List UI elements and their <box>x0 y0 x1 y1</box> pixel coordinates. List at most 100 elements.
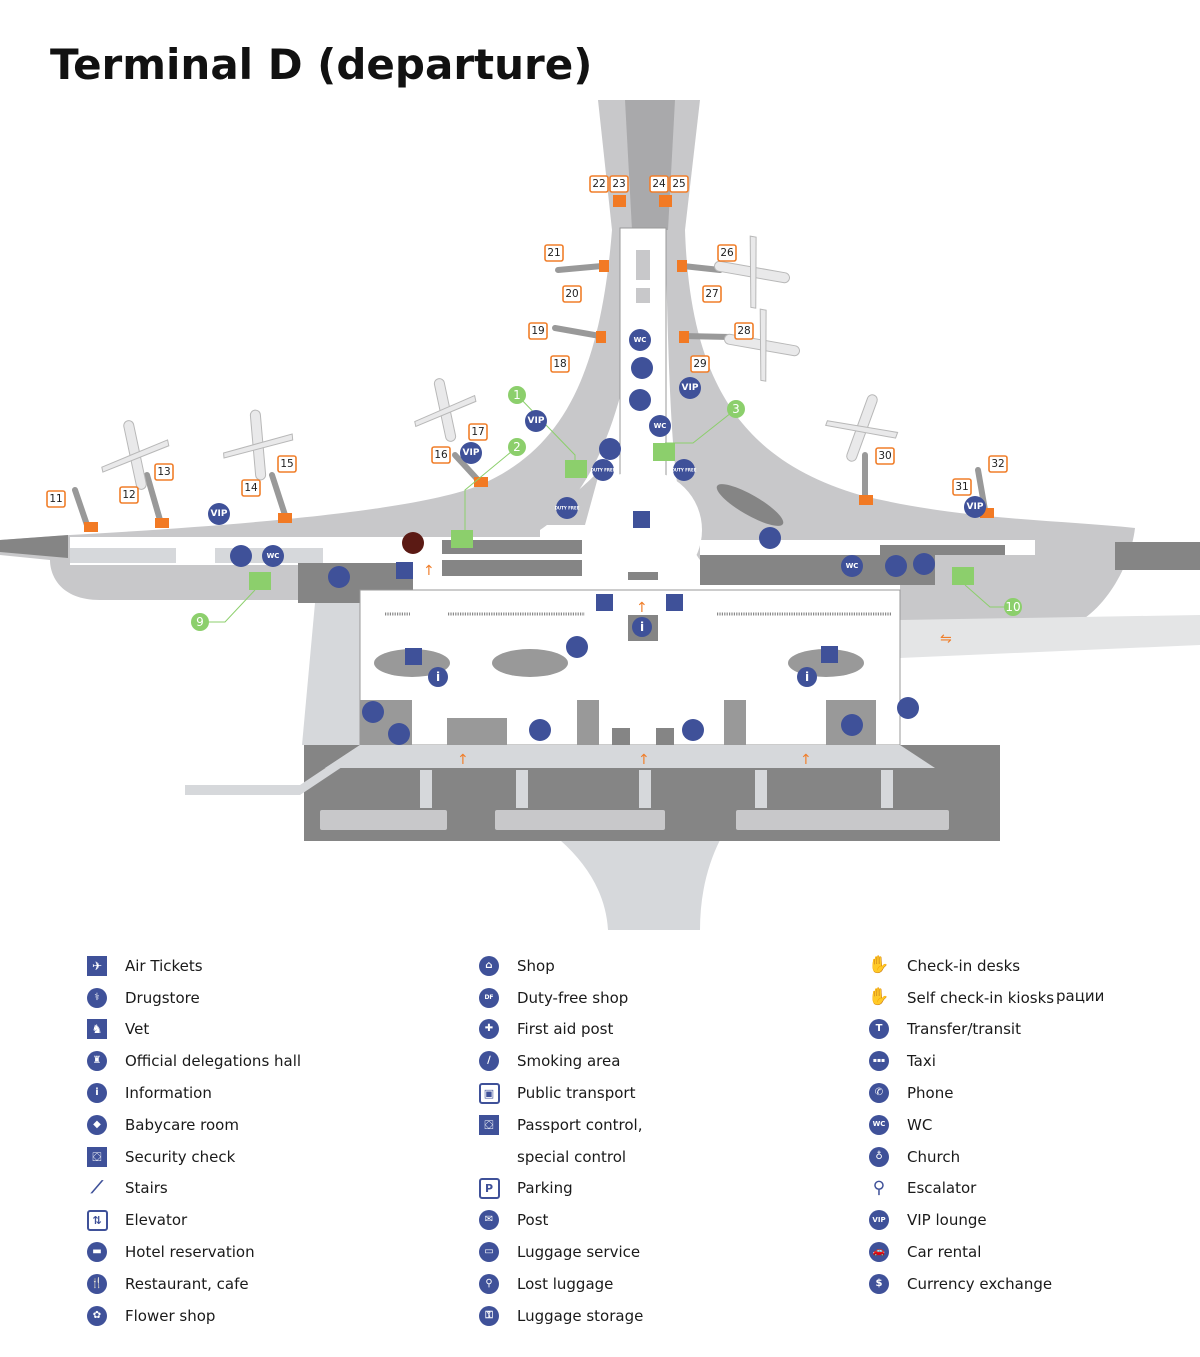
gate-number: 20 <box>565 288 578 300</box>
legend-label: Flower shop <box>125 1306 216 1325</box>
duty-free-marker[interactable]: DUTY FREE <box>672 459 697 481</box>
legend-label: Luggage storage <box>517 1306 644 1325</box>
restaurant-icon <box>682 719 704 741</box>
restaurant-markers[interactable] <box>328 357 919 745</box>
corridor-block <box>70 548 176 563</box>
duty-free-icon: DF <box>478 987 500 1009</box>
airplane-icon <box>101 420 170 490</box>
crosswalks <box>420 770 893 808</box>
svg-text:VIP: VIP <box>967 502 984 512</box>
restaurant-icon <box>388 723 410 745</box>
parking-icon: P <box>478 1177 500 1199</box>
north-pier-center <box>625 100 675 230</box>
smoking-area-icon[interactable] <box>913 553 935 575</box>
duty-free-marker[interactable]: DUTY FREE <box>555 497 580 519</box>
legend-item: ∕Smoking area <box>478 1045 643 1077</box>
vip-marker[interactable]: VIP <box>208 503 230 525</box>
svg-text:VIP: VIP <box>682 383 699 393</box>
restaurant-icon <box>328 566 350 588</box>
gate-label: 21 <box>544 244 564 262</box>
hub-shop-area <box>527 470 600 525</box>
vip-marker[interactable]: VIP <box>679 377 701 399</box>
drugstore-icon: ⚕ <box>86 987 108 1009</box>
square-markers[interactable] <box>396 511 838 665</box>
wc-marker[interactable]: WC <box>841 555 863 577</box>
gate-label: 31 <box>952 478 972 496</box>
legend-label: Self check-in kiosks <box>907 988 1055 1007</box>
legend-item: ✋Check-in desks <box>868 950 1054 982</box>
legend-label: Church <box>907 1147 961 1166</box>
svg-text:DUTY FREE: DUTY FREE <box>672 468 697 473</box>
gate-label: 25 <box>669 175 689 193</box>
legend-item: ⚲Escalator <box>868 1173 1054 1205</box>
legend-label: Official delegations hall <box>125 1052 302 1071</box>
vip-marker[interactable]: VIP <box>964 496 986 518</box>
lift-icon <box>249 572 271 590</box>
entrance-arrow-icon: ↑ <box>638 752 650 768</box>
hall-block <box>577 700 599 745</box>
gate-label: 22 <box>589 175 609 193</box>
lift-icon <box>653 443 675 461</box>
legend-item: ⛋Passport control, <box>478 1109 643 1141</box>
drop-off-lane <box>325 745 935 768</box>
babycare-markers[interactable] <box>230 438 621 567</box>
gate-number: 31 <box>955 481 968 493</box>
legend-item: ♁Church <box>868 1141 1054 1173</box>
wc-marker[interactable]: WC <box>649 415 671 437</box>
first-aid-icon: ✚ <box>478 1018 500 1040</box>
elevator-icon: ⇅ <box>86 1209 108 1231</box>
parking-lane <box>320 810 447 830</box>
vip-marker[interactable]: VIP <box>460 442 482 464</box>
corridor-block <box>880 545 1005 555</box>
svg-text:VIP: VIP <box>211 509 228 519</box>
official-delegations-icon: ♜ <box>86 1050 108 1072</box>
legend-item: ▬Hotel reservation <box>86 1236 301 1268</box>
legend-label: WC <box>907 1115 933 1134</box>
airplane-icon <box>714 235 790 309</box>
restaurant-icon <box>631 357 653 379</box>
transfer-icon: T <box>868 1018 890 1040</box>
gate-number: 28 <box>737 325 750 337</box>
info-marker[interactable]: i <box>797 667 817 687</box>
gate-label: 29 <box>690 355 710 373</box>
restaurant-icon: 🍴 <box>86 1273 108 1295</box>
legend-item: special control <box>478 1141 643 1173</box>
passport-control-icon <box>396 562 413 579</box>
legend-label: Post <box>517 1211 549 1230</box>
vip-marker[interactable]: VIP <box>525 410 547 432</box>
entrance-arrow-icon: ↑ <box>800 752 812 768</box>
legend-item: ⚕Drugstore <box>86 982 301 1014</box>
wc-marker[interactable]: WC <box>629 329 651 351</box>
pier-east <box>665 230 1135 630</box>
gate-label: 28 <box>734 322 754 340</box>
legend-label: VIP lounge <box>907 1211 987 1230</box>
gate-label: 27 <box>702 285 722 303</box>
legend-label: Shop <box>517 956 555 975</box>
information-icon: i <box>86 1082 108 1104</box>
info-marker[interactable]: i <box>428 667 448 687</box>
airplane-icon <box>825 394 899 462</box>
restaurant-icon <box>759 527 781 549</box>
gate-number: 32 <box>991 458 1004 470</box>
lost-luggage-icon: ⚲ <box>478 1273 500 1295</box>
hall-block <box>612 728 630 745</box>
duty-free-marker[interactable]: DUTY FREE <box>591 459 616 481</box>
info-marker[interactable]: i <box>632 617 652 637</box>
restaurant-icon <box>566 636 588 658</box>
gate-label: 14 <box>241 479 261 497</box>
wc-marker[interactable]: WC <box>262 545 284 567</box>
wc-icon: WC <box>868 1114 890 1136</box>
lift-icon <box>565 460 587 478</box>
gate-label: 11 <box>46 490 66 508</box>
legend-label: Public transport <box>517 1084 636 1103</box>
svg-text:WC: WC <box>846 562 859 570</box>
legend-item: 🚗Car rental <box>868 1236 1054 1268</box>
stairs-icon: ⟋ <box>91 1177 103 1198</box>
passport-control-icon: ⛋ <box>478 1114 500 1136</box>
legend-item: ✉Post <box>478 1204 643 1236</box>
